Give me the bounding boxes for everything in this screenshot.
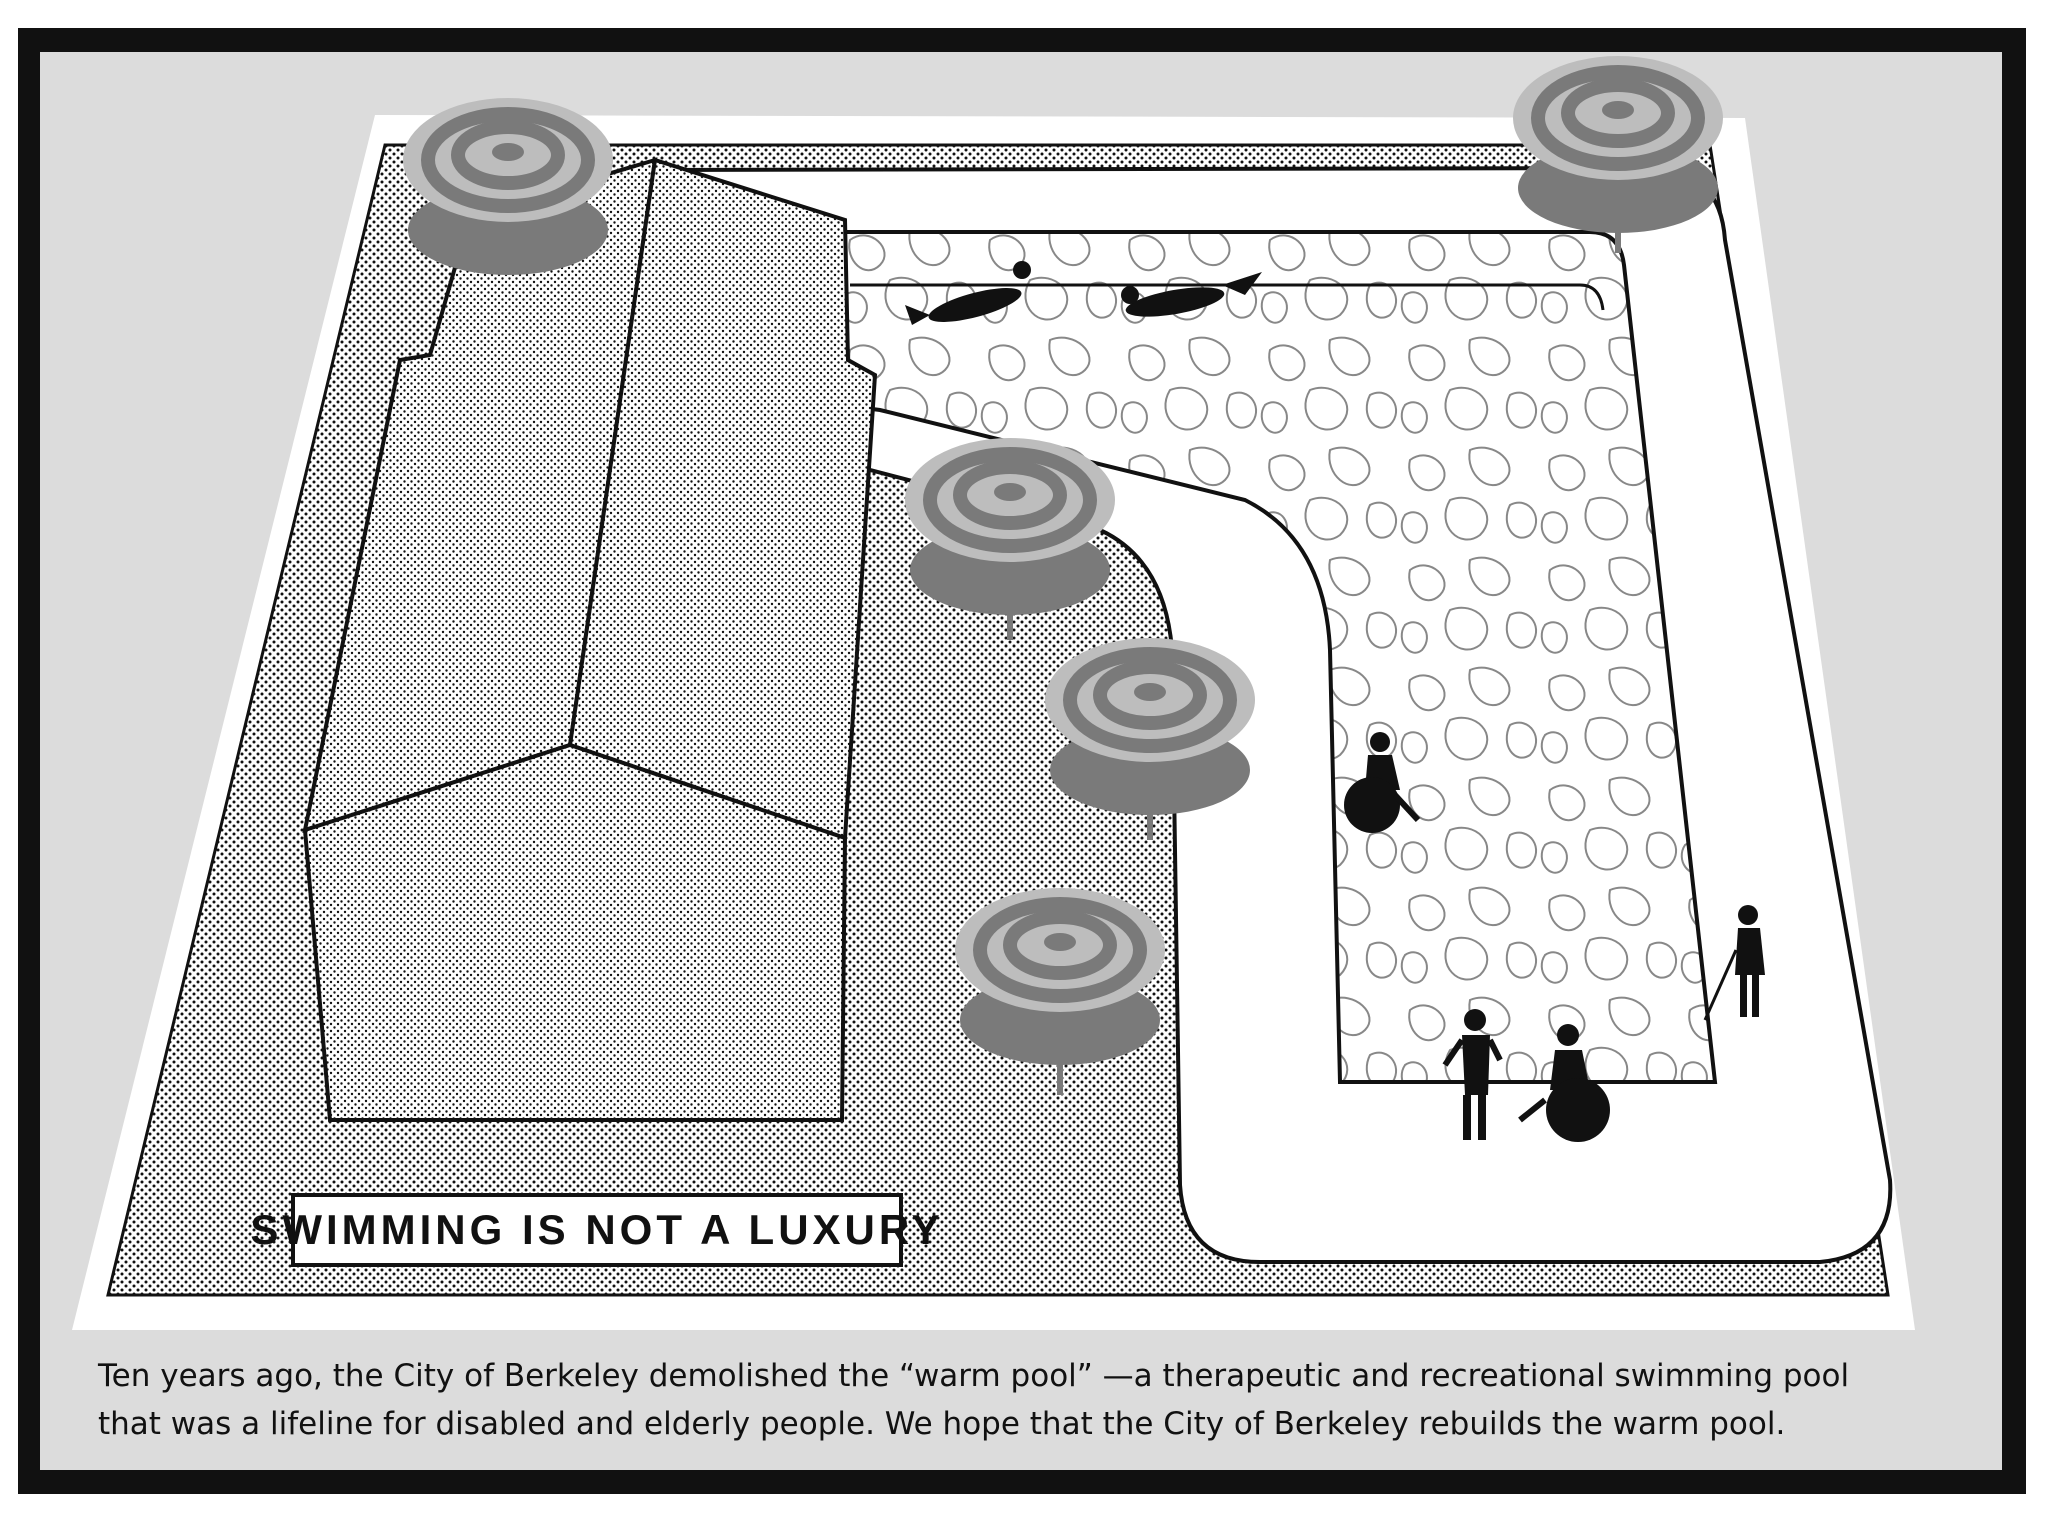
caption-line: Ten years ago, the City of Berkeley demo… xyxy=(98,1358,1850,1394)
wheelchair-user-silhouette xyxy=(1518,1024,1610,1142)
umbrella xyxy=(905,438,1115,640)
sign-text: SWIMMING IS NOT A LUXURY xyxy=(250,1206,943,1253)
umbrella xyxy=(1045,638,1255,840)
umbrella xyxy=(1513,56,1723,253)
swimmer-silhouette xyxy=(1121,272,1262,317)
caption: Ten years ago, the City of Berkeley demo… xyxy=(98,1352,1978,1448)
pool-water xyxy=(838,230,1718,1084)
wheelchair-user-silhouette xyxy=(1344,732,1421,833)
caption-line: that was a lifeline for disabled and eld… xyxy=(98,1406,1786,1442)
person-with-cane-silhouette xyxy=(1703,905,1765,1021)
umbrella xyxy=(955,888,1165,1095)
slogan-sign: SWIMMING IS NOT A LUXURY xyxy=(250,1193,943,1267)
umbrella xyxy=(403,98,613,275)
pool-edge-inner xyxy=(850,283,1605,311)
building-front xyxy=(302,742,848,1122)
person-standing-silhouette xyxy=(1442,1009,1503,1140)
swimmer-silhouette xyxy=(905,261,1031,325)
